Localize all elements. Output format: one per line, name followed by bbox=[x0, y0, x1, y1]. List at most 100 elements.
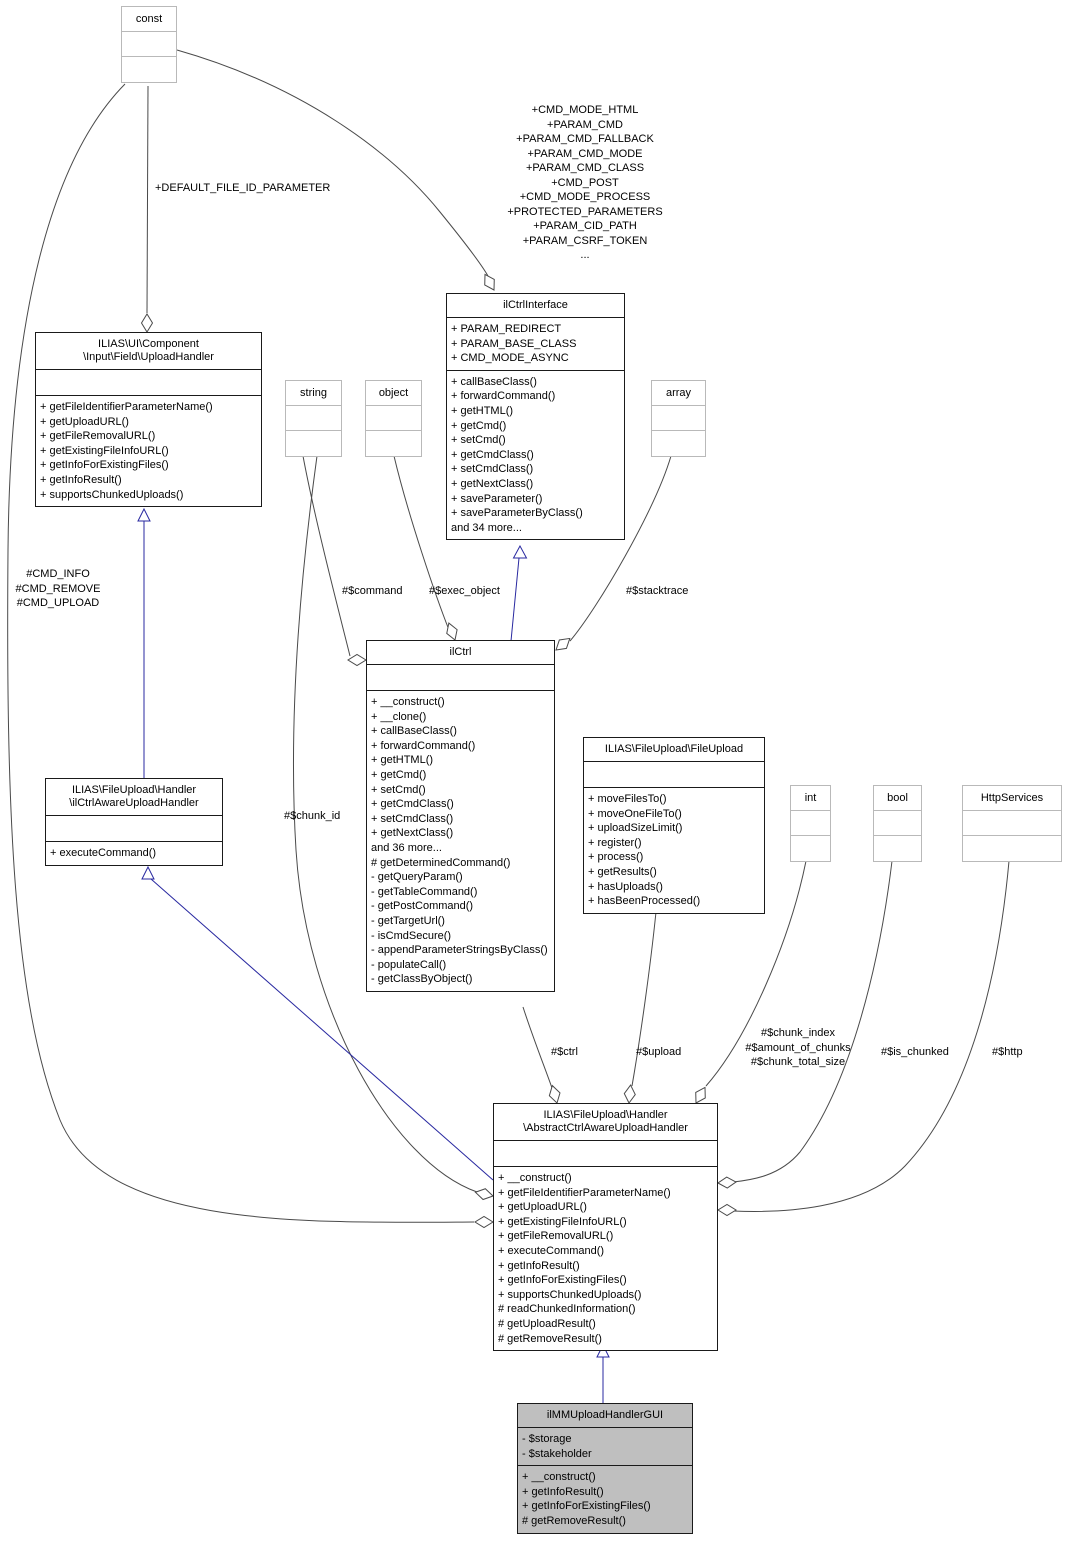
text-line: +PARAM_CID_PATH bbox=[533, 220, 637, 232]
text-line: + getResults() bbox=[588, 865, 657, 878]
text-line: + getUploadURL() bbox=[498, 1201, 587, 1214]
class-methods: + __construct()+ getInfoResult()+ getInf… bbox=[518, 1466, 692, 1533]
class-box-ilctrlawareuploadhandler[interactable]: ILIAS\FileUpload\Handler\ilCtrlAwareUplo… bbox=[45, 778, 223, 866]
edge-bool-abstracthandler bbox=[732, 860, 893, 1183]
text-line: - appendParameterStringsByClass() bbox=[371, 944, 548, 957]
text-line: + getNextClass() bbox=[451, 477, 534, 490]
text-line: + callBaseClass() bbox=[451, 375, 537, 388]
text-line: const bbox=[135, 13, 163, 25]
class-box-string: string bbox=[285, 380, 342, 457]
edge-array-ilctrl bbox=[569, 455, 672, 642]
text-line: + hasUploads() bbox=[588, 880, 663, 893]
text-line: + getFileRemovalURL() bbox=[40, 430, 156, 443]
text-line: - getPostCommand() bbox=[371, 900, 474, 913]
text-line: and 36 more... bbox=[371, 841, 442, 854]
aggregation-diamond-icon bbox=[695, 1086, 706, 1104]
edge-label-chunk-id: #$chunk_id bbox=[284, 810, 341, 822]
text-line: + executeCommand() bbox=[498, 1244, 605, 1257]
edge-object-ilctrl bbox=[393, 455, 450, 631]
text-line: + getInfoResult() bbox=[522, 1485, 604, 1498]
text-line: + supportsChunkedUploads() bbox=[40, 488, 184, 501]
class-title: HttpServices bbox=[963, 786, 1061, 811]
empty-compartment bbox=[122, 57, 176, 81]
edge-fileupload-abstracthandler bbox=[631, 911, 657, 1087]
aggregation-diamond-icon bbox=[548, 1084, 561, 1104]
class-title: ilCtrlInterface bbox=[447, 294, 624, 318]
empty-compartment bbox=[791, 836, 830, 860]
text-line: - $stakeholder bbox=[522, 1447, 592, 1460]
aggregation-diamond-icon bbox=[717, 1176, 737, 1189]
text-line: + getNextClass() bbox=[371, 827, 454, 840]
text-line: + setCmd() bbox=[451, 434, 506, 447]
text-line: + moveOneFileTo() bbox=[588, 807, 682, 820]
class-attributes: - $storage- $stakeholder bbox=[518, 1428, 692, 1467]
text-line: + supportsChunkedUploads() bbox=[498, 1288, 642, 1301]
text-line: # getRemoveResult() bbox=[522, 1514, 626, 1527]
edge-label-command: #$command bbox=[342, 585, 403, 597]
edge-label-is-chunked: #$is_chunked bbox=[881, 1046, 949, 1058]
aggregation-diamond-icon bbox=[446, 622, 458, 641]
text-line: + executeCommand() bbox=[50, 847, 157, 859]
text-line: object bbox=[378, 387, 409, 399]
class-box-uploadhandler[interactable]: ILIAS\UI\Component\Input\Field\UploadHan… bbox=[35, 332, 262, 508]
aggregation-diamond-icon bbox=[623, 1084, 636, 1104]
text-line: + getInfoForExistingFiles() bbox=[522, 1500, 651, 1513]
text-line: + getInfoResult() bbox=[498, 1259, 580, 1272]
edge-label-chunk-group: #$chunk_index#$amount_of_chunks#$chunk_t… bbox=[745, 1026, 850, 1070]
class-box-fileupload[interactable]: ILIAS\FileUpload\FileUpload + moveFilesT… bbox=[583, 737, 765, 914]
text-line: #CMD_REMOVE bbox=[15, 582, 101, 595]
text-line: + getFileRemovalURL() bbox=[498, 1230, 614, 1243]
aggregation-diamond-icon bbox=[474, 1215, 494, 1229]
text-line: #$chunk_total_size bbox=[750, 1056, 846, 1068]
text-line: + getHTML() bbox=[371, 754, 434, 767]
text-line: + callBaseClass() bbox=[371, 725, 457, 738]
text-line: + __construct() bbox=[498, 1172, 572, 1184]
text-line: HttpServices bbox=[980, 792, 1044, 804]
class-title: bool bbox=[874, 786, 921, 811]
edge-ilctrl-abstracthandler bbox=[522, 1006, 553, 1089]
edge-string-ilctrl bbox=[302, 455, 351, 657]
text-line: - getTargetUrl() bbox=[371, 914, 445, 927]
class-methods: + executeCommand() bbox=[46, 842, 222, 865]
class-title: array bbox=[652, 381, 705, 406]
text-line: ilCtrlInterface bbox=[503, 299, 568, 311]
generalization-arrow-icon bbox=[512, 544, 528, 559]
text-line: - isCmdSecure() bbox=[371, 929, 452, 942]
text-line: + getInfoForExistingFiles() bbox=[40, 459, 169, 472]
text-line: + getCmdClass() bbox=[451, 448, 534, 461]
text-line: +PARAM_CMD_MODE bbox=[527, 147, 643, 160]
class-box-httpservices: HttpServices bbox=[962, 785, 1062, 862]
edge-label-upload: #$upload bbox=[636, 1046, 682, 1058]
text-line: + getExistingFileInfoURL() bbox=[40, 444, 169, 457]
class-box-ilmmuploadhandlergui: ilMMUploadHandlerGUI - $storage- $stakeh… bbox=[517, 1403, 693, 1534]
edge-const-abstracthandler bbox=[7, 83, 475, 1223]
empty-compartment bbox=[652, 431, 705, 455]
class-box-abstractctrlawareuploadhandler[interactable]: ILIAS\FileUpload\Handler\AbstractCtrlAwa… bbox=[493, 1103, 718, 1352]
text-line: + getFileIdentifierParameterName() bbox=[498, 1186, 671, 1199]
text-line: + setCmdClass() bbox=[451, 463, 534, 476]
class-title: ilMMUploadHandlerGUI bbox=[518, 1404, 692, 1428]
empty-compartment bbox=[286, 431, 341, 455]
class-attributes bbox=[584, 762, 764, 788]
empty-compartment bbox=[286, 406, 341, 431]
text-line: bool bbox=[887, 792, 908, 804]
text-line: #$amount_of_chunks bbox=[745, 1041, 851, 1054]
class-box-ilctrl[interactable]: ilCtrl + __construct()+ __clone()+ callB… bbox=[366, 640, 555, 992]
class-title: ILIAS\FileUpload\FileUpload bbox=[584, 738, 764, 762]
class-box-ilctrlinterface[interactable]: ilCtrlInterface + PARAM_REDIRECT+ PARAM_… bbox=[446, 293, 625, 541]
text-line: + getInfoForExistingFiles() bbox=[498, 1274, 627, 1287]
text-line: + moveFilesTo() bbox=[588, 793, 667, 805]
class-box-bool: bool bbox=[873, 785, 922, 862]
generalization-arrow-icon bbox=[141, 865, 155, 880]
class-attributes bbox=[494, 1141, 717, 1167]
class-box-int: int bbox=[790, 785, 831, 862]
text-line: + PARAM_BASE_CLASS bbox=[451, 337, 577, 350]
text-line: # readChunkedInformation() bbox=[498, 1303, 636, 1316]
text-line: + process() bbox=[588, 851, 644, 864]
edge-const-uploadhandler bbox=[146, 85, 149, 314]
empty-compartment bbox=[366, 431, 421, 455]
text-line: ilCtrl bbox=[449, 646, 472, 658]
class-title: int bbox=[791, 786, 830, 811]
